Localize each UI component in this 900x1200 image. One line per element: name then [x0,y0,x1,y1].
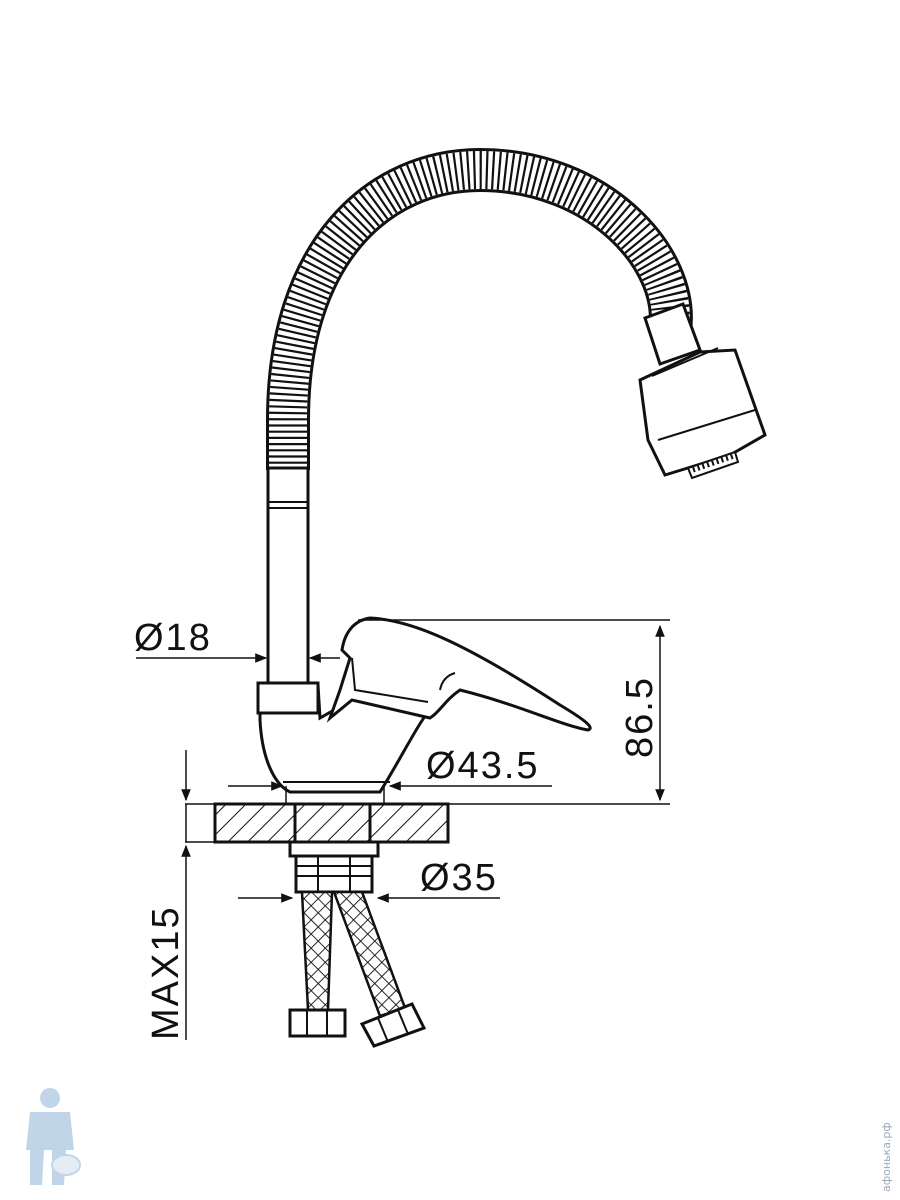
lever-handle [326,616,592,732]
shower-head [638,302,767,480]
dimension-spout-diameter: Ø18 [134,617,340,663]
dimension-max-thickness: MAX15 [145,750,191,1040]
flexible-spout [266,147,693,470]
braided-hoses [288,890,427,1048]
dimension-body-diameter: Ø43.5 [228,745,552,804]
dimension-height: 86.5 [358,619,670,805]
mounting-shank [288,840,380,894]
dimension-body-diameter-label: Ø43.5 [426,745,540,787]
site-watermark: афонька.рф [880,1122,893,1192]
dimension-shank-diameter: Ø35 [238,857,500,903]
dimension-shank-diameter-label: Ø35 [420,857,498,899]
countertop-section [185,802,450,844]
dimension-height-label: 86.5 [619,676,661,758]
spout-tube [266,466,310,685]
plumber-logo [26,1088,81,1185]
dimension-spout-diameter-label: Ø18 [134,617,212,659]
dimension-max-thickness-label: MAX15 [145,905,187,1040]
